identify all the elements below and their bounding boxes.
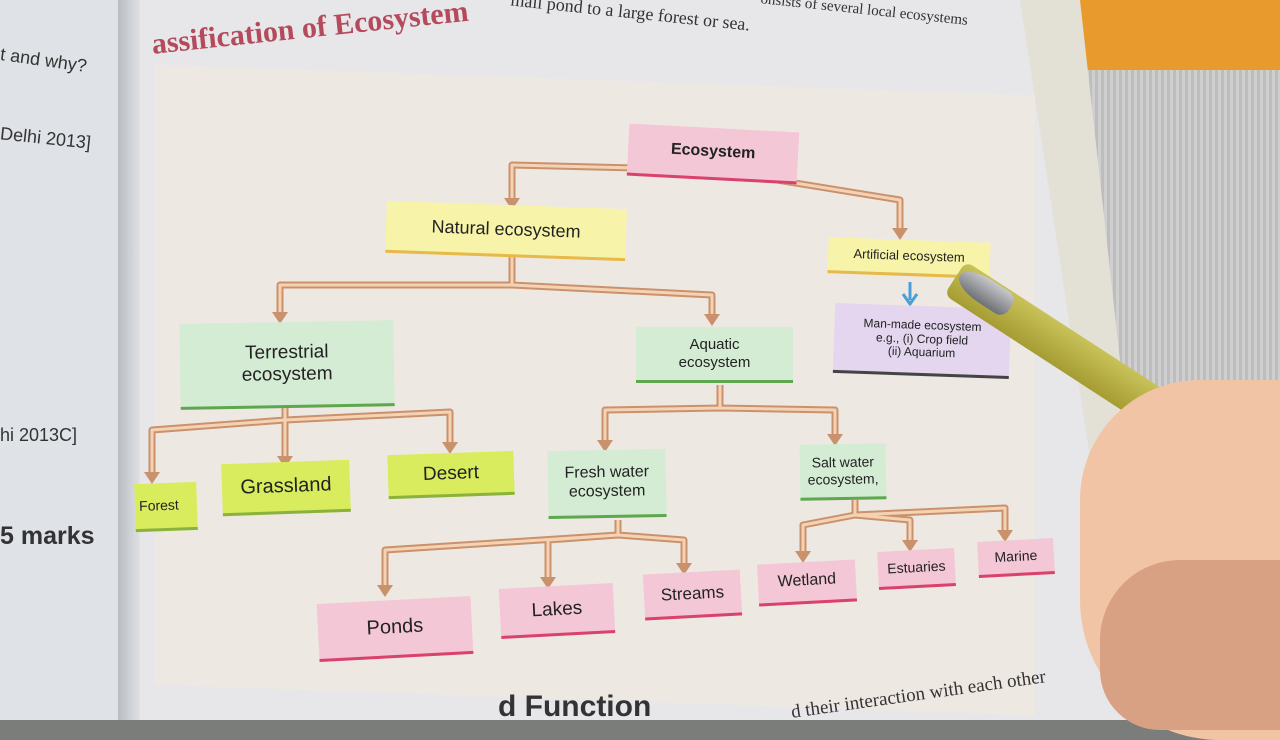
node-streams: Streams: [642, 569, 743, 621]
node-salt-water-ecosystem: Salt water ecosystem,: [799, 443, 887, 501]
node-ecosystem: Ecosystem: [626, 123, 800, 185]
node-terrestrial-ecosystem: Terrestrial ecosystem: [179, 320, 395, 410]
node-ponds: Ponds: [316, 596, 474, 662]
node-estuaries: Estuaries: [877, 548, 956, 590]
node-wetland: Wetland: [756, 559, 858, 607]
forest-label: Forest: [138, 497, 180, 515]
node-lakes: Lakes: [498, 583, 616, 639]
left-page-line: hi 2013C]: [0, 425, 78, 445]
section-heading: d Function: [498, 690, 652, 723]
node-desert: Desert: [387, 450, 515, 500]
cloth-stripe: [1075, 0, 1280, 70]
node-natural-ecosystem: Natural ecosystem: [385, 200, 627, 262]
hand-shadow: [1100, 560, 1280, 730]
node-fresh-water-ecosystem: Fresh water ecosystem: [547, 448, 667, 520]
left-page-marks: 5 marks: [0, 522, 95, 550]
left-page: [0, 0, 140, 720]
node-aquatic-ecosystem: Aquatic ecosystem: [636, 327, 793, 383]
man-made-example-2: (ii) Aquarium: [887, 344, 956, 361]
node-grassland: Grassland: [221, 459, 351, 517]
node-marine: Marine: [977, 538, 1055, 578]
node-forest: Forest: [134, 481, 198, 533]
